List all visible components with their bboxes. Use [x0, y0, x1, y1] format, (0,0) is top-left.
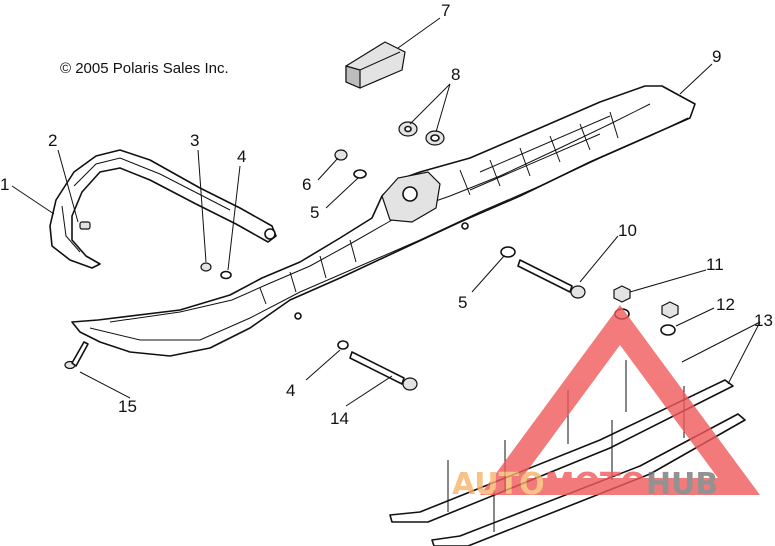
automotohub-watermark: AUTOMOTOHUB [452, 305, 760, 502]
part-11-nuts [613, 285, 679, 319]
callout-9: 9 [712, 47, 721, 66]
callout-1: 1 [0, 175, 9, 194]
callout-8: 8 [451, 65, 460, 84]
callout-14: 14 [330, 409, 349, 428]
callout-6: 6 [302, 175, 311, 194]
callout-15: 15 [118, 397, 137, 416]
callout-7: 7 [441, 1, 450, 20]
watermark-text: AUTOMOTOHUB [452, 467, 718, 502]
callout-10: 10 [618, 221, 637, 240]
part-8-bushings [398, 121, 445, 146]
part-10-bolt [517, 259, 586, 299]
part-7-wear-block [345, 41, 406, 89]
callout-5-upper: 5 [310, 203, 319, 222]
watermark-triangle [480, 305, 760, 495]
part-15-rivet [64, 341, 89, 370]
part-5-lower-washer [500, 246, 516, 258]
watermark-text-moto: MOTO [545, 467, 646, 502]
part-5-upper-washer [353, 169, 367, 179]
part-13-runners [389, 360, 746, 546]
leader-lines [11, 17, 761, 407]
callout-labels: 1 2 3 4 5 6 7 8 9 10 11 12 13 4 5 14 15 [0, 1, 773, 428]
copyright-notice: © 2005 Polaris Sales Inc. [60, 60, 229, 77]
callout-2: 2 [48, 131, 57, 150]
callout-12: 12 [716, 295, 735, 314]
callout-4-upper: 4 [237, 147, 246, 166]
callout-11: 11 [706, 255, 724, 274]
callout-13: 13 [754, 311, 773, 330]
watermark-text-hub: HUB [646, 467, 718, 502]
part-4-lower-washer [337, 340, 349, 350]
part-4-upper-washer [220, 270, 232, 280]
part-9-ski-body [71, 85, 696, 357]
callout-4-lower: 4 [286, 381, 295, 400]
part-14-bolt [349, 351, 418, 391]
part-2-handle-pin [79, 221, 91, 230]
watermark-text-auto: AUTO [452, 467, 545, 502]
part-3-nut [200, 262, 212, 272]
part-1-handle-loop [49, 149, 277, 269]
part-6-nut [334, 149, 348, 161]
callout-5-lower: 5 [458, 293, 467, 312]
callout-3: 3 [190, 131, 199, 150]
